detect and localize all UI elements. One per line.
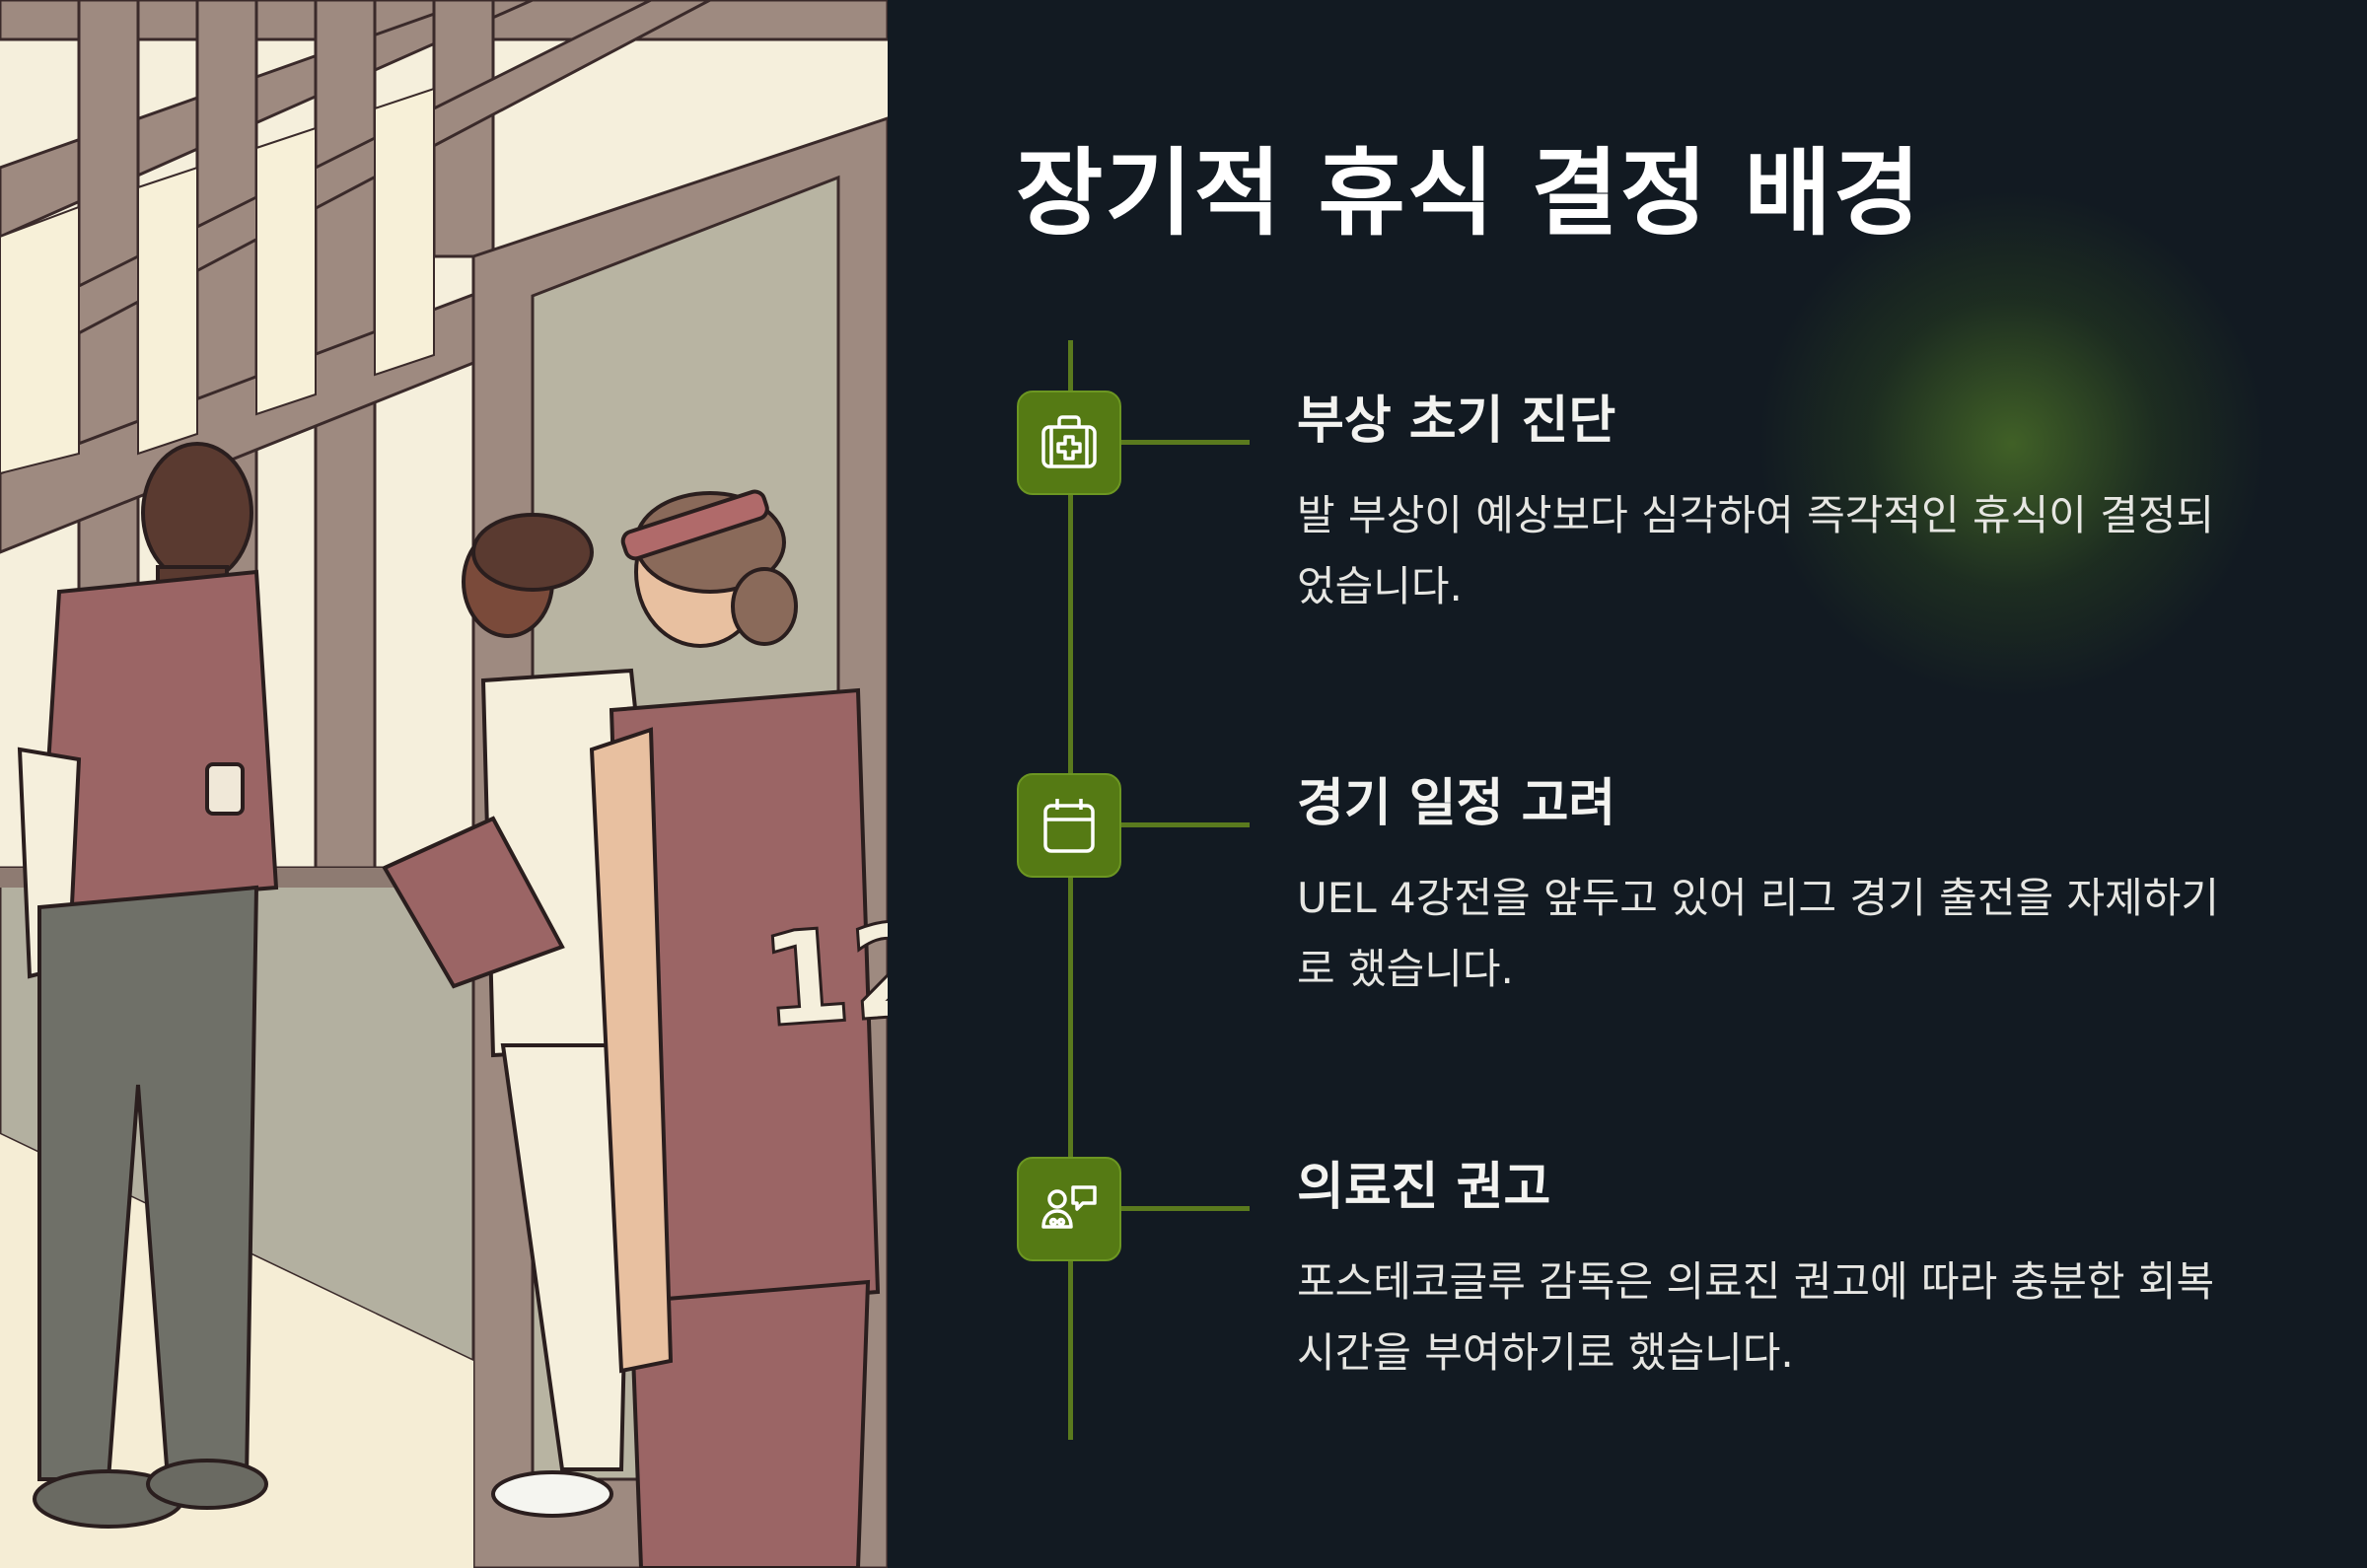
medical-kit-icon <box>1041 415 1097 468</box>
timeline-connector <box>1121 1206 1250 1211</box>
timeline-item-description: 발 부상이 예상보다 심각하여 즉각적인 휴식이 결정되었습니다. <box>1297 491 2215 610</box>
timeline-item-description: UEL 4강전을 앞두고 있어 리그 경기 출전을 자제하기로 했습니다. <box>1297 874 2220 993</box>
timeline-item-description: 포스테코글루 감독은 의료진 권고에 따라 충분한 회복 시간을 부여하기로 했… <box>1297 1257 2215 1377</box>
illustration-panel: 12 <box>0 0 888 1568</box>
background-glow <box>1756 187 2268 700</box>
timeline-icon-box <box>1017 391 1121 495</box>
calendar-icon <box>1043 799 1095 853</box>
doctor-consult-icon <box>1041 1185 1097 1229</box>
timeline-icon-box <box>1017 1157 1121 1261</box>
page-title: 장기적 휴식 결정 배경 <box>1016 138 1923 249</box>
jersey-number: 12 <box>756 894 888 1056</box>
timeline-line <box>1068 340 1073 1440</box>
timeline-item-title: 의료진 권고 <box>1297 1158 1551 1217</box>
timeline-item-title: 경기 일정 고려 <box>1297 774 1616 833</box>
timeline-connector <box>1121 822 1250 827</box>
hospital-corridor-illustration: 12 <box>0 0 888 1568</box>
content-panel: 장기적 휴식 결정 배경 부상 초기 진단 발 부상이 예상보다 심각하여 즉각… <box>888 0 2367 1568</box>
coach-figure <box>17 442 279 1529</box>
timeline-connector <box>1121 440 1250 445</box>
timeline-item-title: 부상 초기 진단 <box>1297 392 1616 451</box>
timeline-icon-box <box>1017 773 1121 878</box>
player-figure <box>589 489 881 1568</box>
